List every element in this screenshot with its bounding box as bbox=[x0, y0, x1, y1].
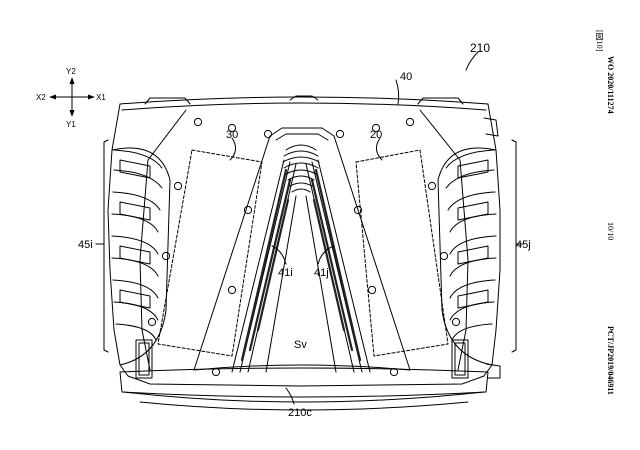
direction-axes: Y2 Y1 X2 X1 bbox=[36, 67, 106, 129]
axis-label-y2: Y2 bbox=[66, 67, 76, 76]
axis-label-y1: Y1 bbox=[66, 120, 76, 129]
application-number: PCT/JP2019/046911 bbox=[606, 326, 615, 395]
figure-mark: [図10] bbox=[595, 30, 604, 52]
label-front-cover: 40 bbox=[400, 71, 412, 83]
label-side-left: 45i bbox=[78, 239, 93, 251]
axis-label-x1: X1 bbox=[96, 93, 106, 102]
label-device: 210 bbox=[470, 41, 490, 55]
leader-lines bbox=[95, 51, 525, 405]
label-rib-right: 41j bbox=[314, 267, 329, 279]
sheet-number: 10/10 bbox=[606, 222, 615, 241]
axis-label-x2: X2 bbox=[36, 93, 46, 102]
bracket-45j bbox=[511, 139, 517, 353]
reference-labels: 210 40 30 20 45i 45j 41i 41j Sv 210c bbox=[78, 41, 531, 419]
bracket-45i bbox=[103, 139, 109, 353]
label-rib-left: 41i bbox=[278, 267, 293, 279]
label-side-right: 45j bbox=[516, 239, 531, 251]
label-space: Sv bbox=[294, 339, 307, 351]
label-panel-right: 20 bbox=[370, 129, 382, 141]
dashed-panels bbox=[157, 149, 449, 357]
right-fins bbox=[445, 117, 501, 379]
left-fins bbox=[111, 149, 163, 379]
screw-holes bbox=[147, 117, 461, 377]
label-panel-left: 30 bbox=[226, 129, 238, 141]
center-channel bbox=[193, 127, 411, 373]
publication-number: WO 2020/111274 bbox=[606, 56, 615, 114]
label-bottom: 210c bbox=[288, 407, 312, 419]
